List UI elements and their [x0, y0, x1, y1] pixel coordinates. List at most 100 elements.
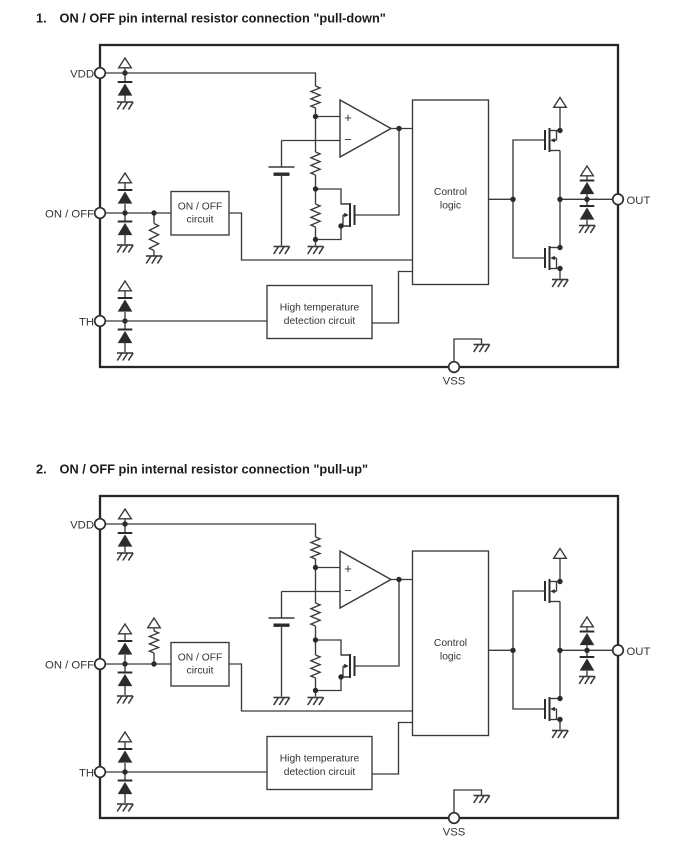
ground-stroke [273, 246, 280, 255]
junction-dot [396, 125, 402, 132]
ground-stroke [551, 730, 558, 739]
resistor [309, 85, 322, 109]
ground-symbol [116, 803, 134, 812]
esd-diode [117, 189, 133, 204]
reference-battery [268, 166, 295, 176]
esd-diode [579, 179, 595, 195]
resistor [309, 602, 322, 627]
diode-body [117, 673, 133, 687]
diode-body [117, 191, 133, 204]
resistor [309, 536, 322, 560]
hysteresis-gate-wire [354, 579, 400, 667]
comparator-minus-label: − [344, 583, 352, 598]
mosfet-body-arrow [550, 706, 555, 712]
vdd-pin [93, 66, 107, 80]
vdd-rail [100, 72, 317, 86]
ground-stroke [122, 695, 129, 704]
diode-body [117, 299, 133, 312]
diode-body [117, 642, 133, 655]
ground-symbol [116, 244, 134, 253]
junction-dot [122, 769, 128, 775]
ground-stroke [122, 244, 129, 253]
diode-body [117, 750, 133, 763]
pull-up-resistor [147, 630, 161, 654]
junction-dot [122, 521, 128, 527]
resistor [309, 151, 322, 176]
ground-symbol [551, 729, 569, 739]
out-pin-label: OUT [627, 646, 651, 658]
vss-pin [447, 811, 461, 825]
ground-stroke [557, 279, 564, 288]
hysteresis-nmos [341, 654, 356, 678]
ground-stroke [116, 695, 123, 704]
gate-bus [512, 139, 545, 259]
onoff-circuit-label: circuit [187, 215, 214, 226]
th-pin-label: TH [79, 317, 94, 329]
ground-stroke [278, 697, 285, 706]
onoff-pin-label: ON / OFF [45, 209, 94, 221]
ground-stroke [284, 246, 291, 255]
esd-diode [117, 779, 133, 795]
onoff-circuit-output [229, 663, 413, 712]
out-pin [611, 644, 625, 657]
high-temp-output [372, 721, 413, 775]
comparator-minus-label: − [344, 132, 352, 147]
ground-stroke [551, 279, 558, 288]
junction-dot [557, 265, 563, 272]
pull-down-resistor [147, 222, 161, 252]
high-temp-label: High temperature [280, 754, 360, 765]
ground-symbol [273, 696, 291, 706]
wire [315, 639, 350, 656]
vdd-symbol [117, 171, 133, 184]
high-temp-block [266, 735, 373, 791]
th-pin-label: TH [79, 768, 94, 780]
ground-stroke [307, 697, 314, 706]
diode-body [579, 181, 595, 195]
onoff-circuit-label: ON / OFF [178, 202, 223, 213]
high-temp-label: detection circuit [284, 767, 356, 778]
ground-stroke [318, 697, 325, 706]
vdd-symbol [117, 507, 133, 520]
onoff-circuit-label: ON / OFF [178, 653, 223, 664]
comparator-plus-label: + [344, 110, 352, 125]
ground-stroke [284, 697, 291, 706]
control-logic-label: logic [440, 201, 461, 212]
ground-stroke [584, 225, 591, 234]
diagram-pull-up: 2.ON / OFF pin internal resistor connect… [36, 462, 650, 839]
junction-dot [122, 318, 128, 324]
junction-dot [312, 687, 319, 694]
ground-stroke [318, 246, 325, 255]
th-pin [93, 314, 107, 328]
ground-stroke [578, 225, 585, 234]
ground-stroke [127, 803, 134, 812]
ground-stroke [589, 225, 596, 234]
vdd-symbol [117, 730, 133, 743]
vdd-symbol [146, 616, 162, 629]
vdd-symbol [579, 615, 595, 628]
diagram-pull-down: 1.ON / OFF pin internal resistor connect… [36, 11, 650, 388]
junction-dot [510, 196, 516, 202]
mosfet-body-arrow [550, 589, 555, 594]
diode-body [117, 222, 133, 236]
ground-stroke [307, 246, 314, 255]
junction-dot [396, 576, 402, 583]
ground-stroke [122, 803, 129, 812]
comparator [339, 98, 393, 159]
ground-stroke [122, 552, 129, 561]
junction-dot [584, 196, 590, 202]
ground-stroke [589, 676, 596, 685]
resistor [309, 203, 322, 228]
esd-diode [579, 205, 595, 220]
diode-body [579, 658, 595, 671]
ground-stroke [151, 255, 158, 264]
esd-diode [579, 656, 595, 671]
ground-stroke [156, 255, 163, 264]
ground-stroke [116, 101, 123, 110]
onoff-circuit-block [170, 190, 230, 236]
ground-stroke [484, 344, 491, 353]
ground-stroke [127, 552, 134, 561]
ground-symbol [307, 245, 325, 255]
ground-symbol [307, 696, 325, 706]
figure-number: 1. [36, 11, 47, 26]
